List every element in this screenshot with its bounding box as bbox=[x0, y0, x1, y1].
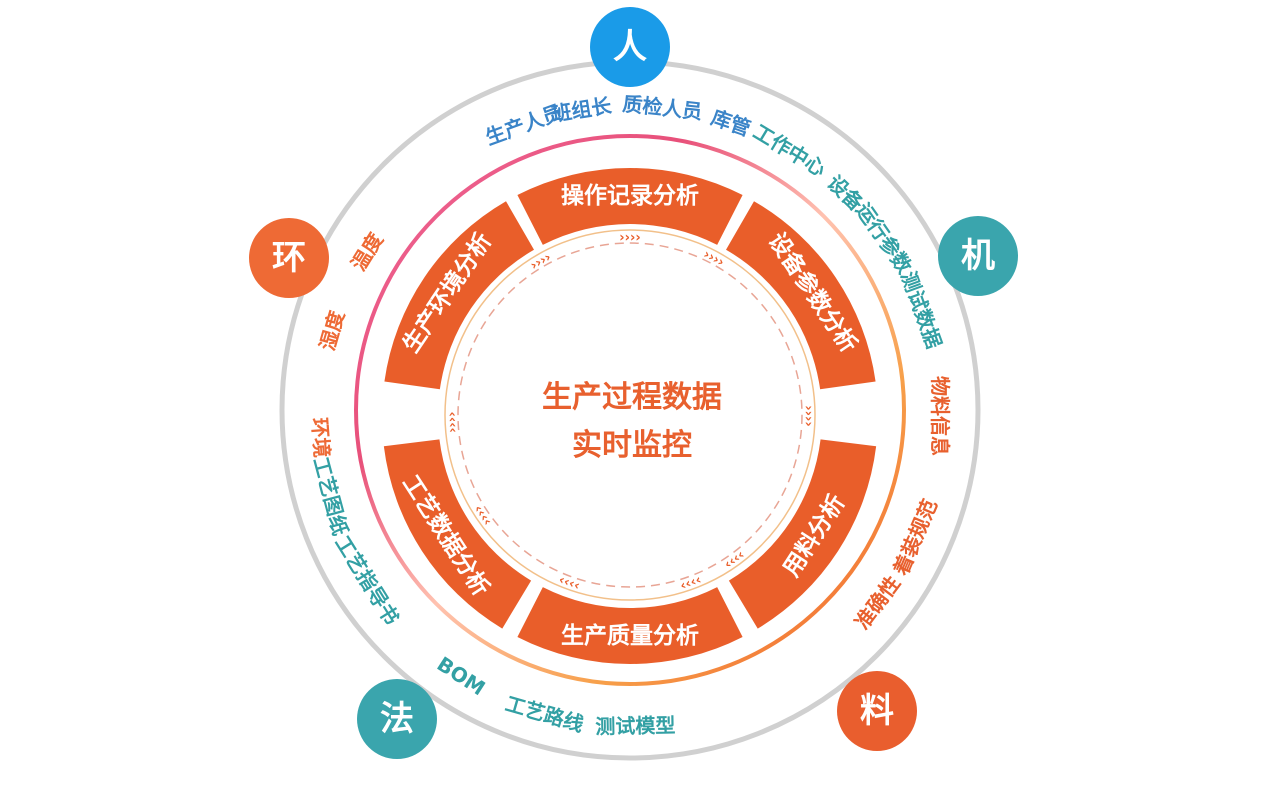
chevron-5: ‹‹‹‹ bbox=[678, 573, 703, 594]
segment-2 bbox=[726, 201, 876, 390]
segment-label: 操作记录分析 bbox=[561, 183, 699, 209]
segment-label: 生产质量分析 bbox=[561, 622, 699, 649]
outer-item-label: 工艺路线 bbox=[503, 691, 587, 736]
category-node-3 bbox=[837, 671, 917, 751]
segment-1 bbox=[517, 167, 743, 245]
outer-item-label: 着装规范 bbox=[888, 496, 942, 580]
category-node-5 bbox=[249, 218, 329, 298]
chevron-9: ›››› bbox=[528, 250, 554, 274]
category-node-label: 法 bbox=[380, 699, 414, 739]
inner-ring-solid bbox=[444, 229, 816, 601]
category-node-4 bbox=[357, 679, 437, 759]
category-node-label: 料 bbox=[860, 691, 894, 731]
chevron-1: ›››› bbox=[619, 231, 640, 246]
category-node-label: 机 bbox=[961, 236, 995, 276]
segment-5 bbox=[383, 439, 532, 629]
center-title-line2: 实时监控 bbox=[572, 428, 692, 463]
outer-item-label: 物料信息 bbox=[928, 376, 952, 456]
inner-ring-dashed bbox=[457, 242, 803, 588]
chevron-6: ‹‹‹‹ bbox=[556, 573, 581, 594]
category-node-label: 人 bbox=[613, 27, 647, 67]
outer-item-label: 运行参数 bbox=[851, 199, 917, 279]
outer-item-label: 测试模型 bbox=[595, 713, 675, 738]
outer-item-label: 班组长 bbox=[550, 93, 614, 126]
center-title-line1: 生产过程数据 bbox=[542, 380, 722, 415]
outer-item-label: BOM bbox=[433, 652, 490, 701]
chevron-4: ‹‹‹‹ bbox=[722, 548, 748, 573]
segment-4 bbox=[517, 587, 743, 664]
category-node-2 bbox=[938, 216, 1018, 296]
outer-item-label: 准确性 bbox=[850, 571, 905, 633]
category-node-1 bbox=[590, 7, 670, 87]
outer-item-label: 环境 bbox=[307, 417, 334, 459]
segment-3 bbox=[728, 439, 877, 629]
chevron-8: ‹‹‹‹ bbox=[444, 411, 460, 433]
chevron-2: ›››› bbox=[701, 247, 727, 270]
chevron-7: ‹‹‹‹ bbox=[470, 502, 494, 528]
category-nodes: 人机料 法 环 bbox=[249, 7, 1018, 759]
outer-item-label: 库管 bbox=[708, 105, 754, 141]
chevron-3: ›››› bbox=[801, 405, 816, 426]
category-node-label: 环 bbox=[272, 238, 306, 278]
outer-item-label: 湿度 bbox=[315, 307, 349, 353]
outer-item-label: 测试数据 bbox=[896, 268, 946, 351]
outer-item-label: 温度 bbox=[346, 228, 388, 275]
outer-item-label: 质检人员 bbox=[621, 92, 703, 124]
outer-item-label: 工艺图纸 bbox=[309, 454, 353, 537]
outer-item-label: 工作中心 bbox=[749, 119, 830, 181]
gradient-ring bbox=[354, 134, 906, 686]
flow-chevrons: ›››› ›››› ›››› ‹‹‹‹ ‹‹‹‹ ‹‹‹‹ ‹‹‹‹ ‹‹‹‹ ›››› bbox=[444, 231, 815, 594]
segment-6 bbox=[384, 201, 534, 390]
